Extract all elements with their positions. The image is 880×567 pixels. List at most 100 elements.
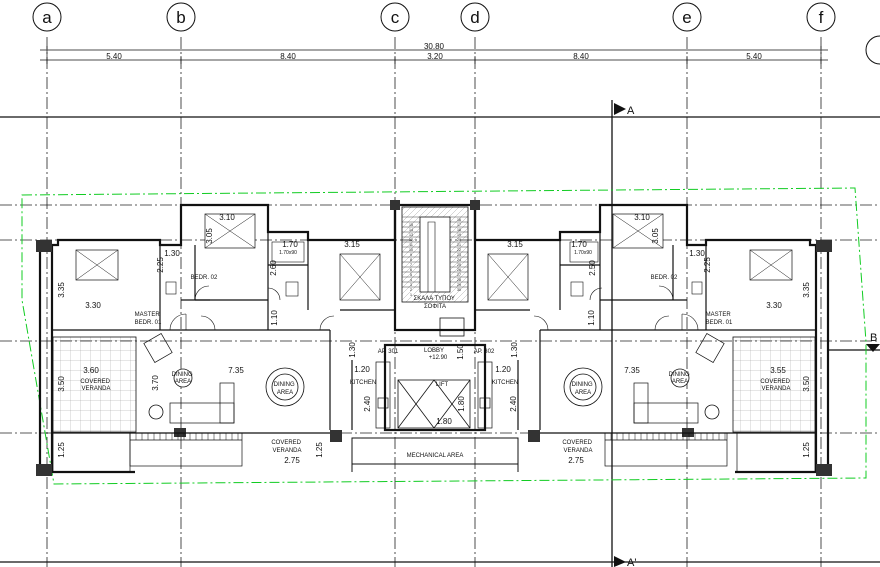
room-label-veranda-left: COVERED VERANDA — [80, 379, 111, 392]
room-label-veranda-right-l2: VERANDA — [761, 386, 790, 392]
stair-number: 30 — [457, 288, 461, 292]
stair-number: 1 — [410, 293, 412, 297]
room-label-veranda-bottom-right-l1: COVERED — [562, 440, 592, 446]
room-label-master-right-l1: MASTER — [706, 312, 732, 318]
rdim-r-8: 3.15 — [507, 240, 523, 249]
dim-b-c: 8.40 — [280, 52, 296, 61]
plot-boundary — [21, 187, 867, 485]
rdim-r-15: 7.35 — [624, 366, 640, 375]
apartment-label-right: AP. 302 — [474, 349, 495, 355]
room-label-dining-right: DINING AREA — [572, 382, 595, 396]
rdim-r-5: 3.10 — [634, 213, 650, 222]
stair-steps — [402, 216, 468, 288]
stair-number: 27 — [457, 273, 461, 277]
dim-c-d: 3.20 — [427, 52, 443, 61]
rdim-r-11: 1.20 — [495, 365, 511, 374]
doors — [169, 285, 699, 331]
room-label-master-left-l1: MASTER — [135, 312, 161, 318]
rdim-r-1: 3.30 — [766, 301, 782, 310]
rdim-l-9: 1.10 — [270, 310, 279, 326]
room-label-dining-small-left-l2: AREA — [175, 379, 191, 385]
grid-bubbles — [32, 2, 836, 32]
stair-number: 9 — [410, 253, 412, 257]
room-label-veranda-bottom-left: COVERED VERANDA — [271, 440, 302, 454]
rdim-l-12: 2.40 — [363, 396, 372, 412]
section-label-b: B — [870, 332, 877, 344]
room-label-kitchen-left: KITCHEN — [350, 380, 376, 386]
stair-arrow — [427, 221, 436, 292]
stair-number: 24 — [457, 258, 461, 262]
room-label-dining-right-l1: DINING — [572, 382, 593, 388]
room-label-dining-left-l2: AREA — [277, 390, 293, 396]
stair-number: 22 — [457, 248, 461, 252]
grid-label-f: f — [819, 8, 824, 27]
rdim-l-18: 1.25 — [315, 442, 324, 458]
rdim-r-16: 1.25 — [802, 442, 811, 458]
room-label-bedr2-left: BEDR. 02 — [191, 275, 218, 281]
stair-number: 7 — [410, 263, 412, 267]
room-label-dining-left-l1: DINING — [274, 382, 295, 388]
room-label-veranda-bottom-right: COVERED VERANDA — [562, 440, 593, 454]
room-label-veranda-bottom-left-l1: COVERED — [271, 440, 301, 446]
room-label-veranda-left-l2: VERANDA — [81, 386, 110, 392]
room-dimensions-left: 3.35 3.30 2.25 1.30 3.05 3.10 1.70 2.60 … — [57, 213, 372, 465]
section-arrow-b — [866, 344, 880, 352]
dim-d-e: 8.40 — [573, 52, 589, 61]
dimension-chain — [40, 46, 828, 64]
section-arrow-a — [614, 103, 626, 115]
core-dimensions: 1.50 1.80 1.80 — [436, 344, 466, 426]
rdim-l-16: 7.35 — [228, 366, 244, 375]
apartment-label-left: AP. 301 — [378, 349, 399, 355]
grid-label-d: d — [470, 8, 479, 27]
dim-e-f: 5.40 — [746, 52, 762, 61]
bath-fixtures — [165, 241, 703, 297]
rdim-l-3: 1.30 — [164, 249, 180, 258]
stair-number: 25 — [457, 263, 461, 267]
section-lines — [0, 100, 880, 567]
rdim-r-7: 2.50 — [588, 260, 597, 276]
partial-grid-bubble-right — [865, 35, 880, 65]
rdim-r-9: 1.10 — [587, 310, 596, 326]
rdim-l-10: 1.30 — [348, 342, 357, 358]
room-label-dining-small-right-l2: AREA — [672, 379, 688, 385]
stair-number: 16 — [457, 218, 461, 222]
stair-number: 21 — [457, 243, 461, 247]
stair-number: 23 — [457, 253, 461, 257]
dim-a-b: 5.40 — [106, 52, 122, 61]
room-label-master-left-l2: BEDR. 01 — [135, 320, 162, 326]
grid-label-b: b — [176, 8, 185, 27]
rdim-r-14: 3.50 — [802, 376, 811, 392]
overall-dimension: 30.80 — [424, 42, 445, 51]
room-label-lift: LIFT — [436, 382, 449, 388]
rdim-l-14: 3.50 — [57, 376, 66, 392]
rdim-r-6: 1.70 — [571, 240, 587, 249]
room-label-veranda-bottom-right-l2: VERANDA — [563, 448, 592, 454]
cdim-1: 1.80 — [457, 396, 466, 412]
rdim-l-19: 2.75 — [284, 456, 300, 465]
stair-number: 14 — [409, 228, 413, 232]
rdim-r-4: 3.05 — [651, 228, 660, 244]
room-label-dining-small-left: DINING AREA — [172, 372, 195, 385]
room-label-kitchen-right: KITCHEN — [492, 380, 518, 386]
bed-pillows — [75, 213, 793, 301]
room-dimensions-right: 3.35 3.30 2.25 1.30 3.05 3.10 1.70 2.50 … — [495, 213, 811, 465]
stair-number: 6 — [410, 268, 412, 272]
room-label-mechanical: MECHANICAL AREA — [407, 453, 464, 459]
rdim-l-11: 1.20 — [354, 365, 370, 374]
rdim-r-12: 2.40 — [509, 396, 518, 412]
rdim-r-3: 1.30 — [689, 249, 705, 258]
rdim-l-5: 3.10 — [219, 213, 235, 222]
grid-label-e: e — [682, 8, 691, 27]
stair-number: 5 — [410, 273, 412, 277]
stair-number: 28 — [457, 278, 461, 282]
rdim-l-15: 3.70 — [151, 375, 160, 391]
lobby-level: +12.90 — [429, 355, 448, 361]
stair-number: 11 — [409, 243, 413, 247]
section-arrow-a-prime — [614, 556, 626, 567]
room-label-stairs-l2: ΣΟΦΙΤΑ — [424, 304, 446, 310]
room-label-dining-left: DINING AREA — [274, 382, 297, 396]
room-label-master-right-l2: BEDR. 01 — [706, 320, 733, 326]
stair-number: 3 — [410, 283, 412, 287]
balcony-railings — [52, 432, 816, 473]
room-label-dining-right-l2: AREA — [575, 390, 591, 396]
